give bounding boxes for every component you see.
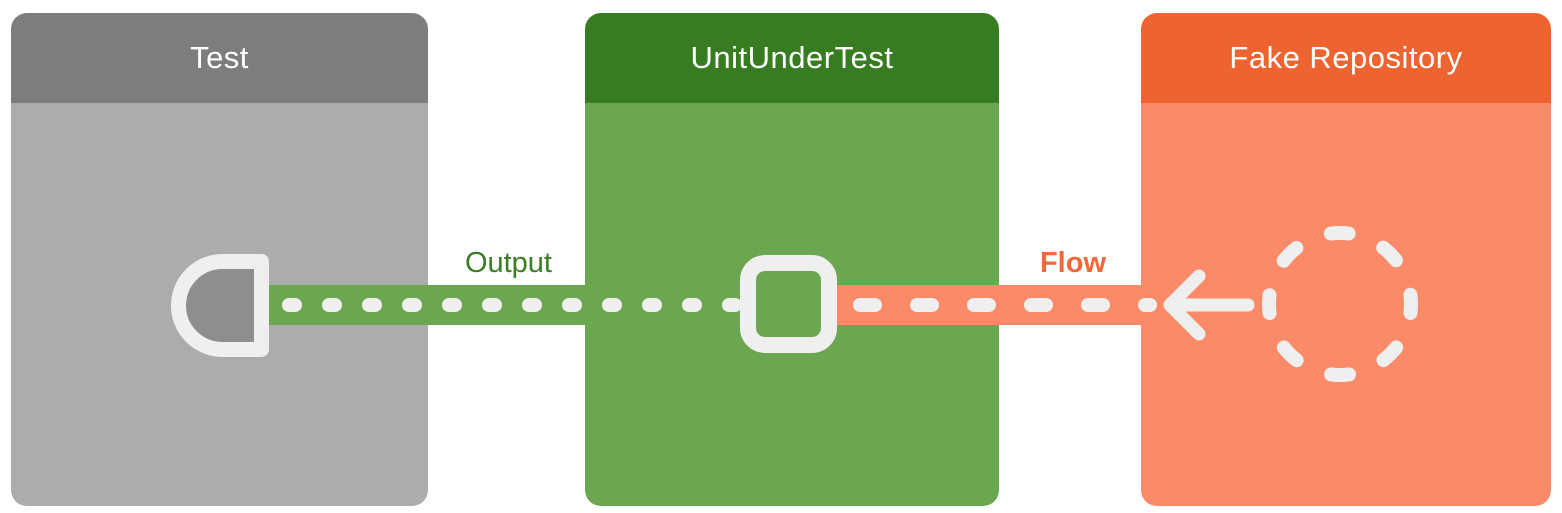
box-unit-under-test-body bbox=[585, 103, 999, 506]
output-label: Output bbox=[464, 247, 552, 279]
box-unit-under-test-header: UnitUnderTest bbox=[585, 13, 999, 103]
box-fake-repository: Fake Repository bbox=[1141, 13, 1551, 506]
box-test-body bbox=[11, 103, 428, 506]
box-fake-repository-title: Fake Repository bbox=[1229, 40, 1463, 75]
box-unit-under-test-title: UnitUnderTest bbox=[690, 40, 894, 75]
box-fake-repository-body bbox=[1141, 103, 1551, 506]
flow-label: Flow bbox=[1039, 247, 1106, 279]
box-test-title: Test bbox=[190, 40, 249, 75]
box-test-header: Test bbox=[11, 13, 428, 103]
box-fake-repository-header: Fake Repository bbox=[1141, 13, 1551, 103]
